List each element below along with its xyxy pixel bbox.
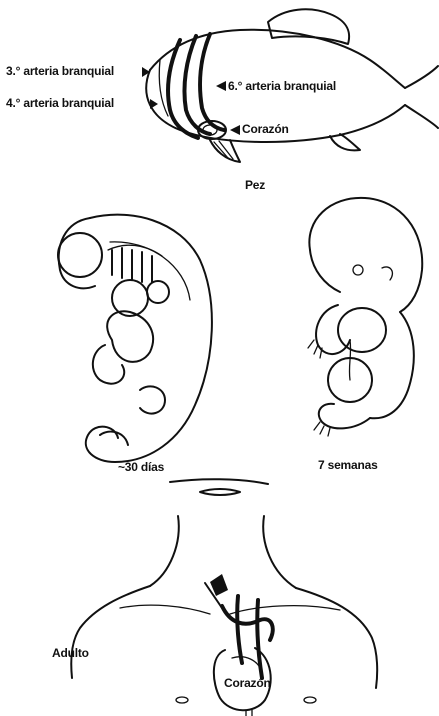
label-4th-gill-artery: 4.° arteria branquial (6, 96, 114, 110)
adult-drawing (0, 478, 439, 716)
fish-panel: 3.° arteria branquial 4.° arteria branqu… (0, 0, 439, 200)
caption-fish: Pez (245, 178, 265, 192)
embryo-7-weeks-drawing (290, 190, 439, 490)
embryo-7-weeks-panel: 7 semanas (290, 190, 439, 490)
embryo-30-days-drawing (0, 200, 230, 490)
adult-panel: Adulto Corazón (0, 478, 439, 716)
embryo-30-days-panel: ~30 días (0, 200, 230, 490)
label-3rd-gill-artery: 3.° arteria branquial (6, 64, 114, 78)
label-adult-heart: Corazón (224, 676, 271, 690)
caption-7-weeks: 7 semanas (318, 458, 378, 472)
label-adult: Adulto (52, 646, 89, 660)
label-fish-heart: Corazón (242, 122, 289, 136)
caption-30-days: ~30 días (118, 460, 164, 474)
label-6th-gill-artery: 6.° arteria branquial (228, 79, 336, 93)
